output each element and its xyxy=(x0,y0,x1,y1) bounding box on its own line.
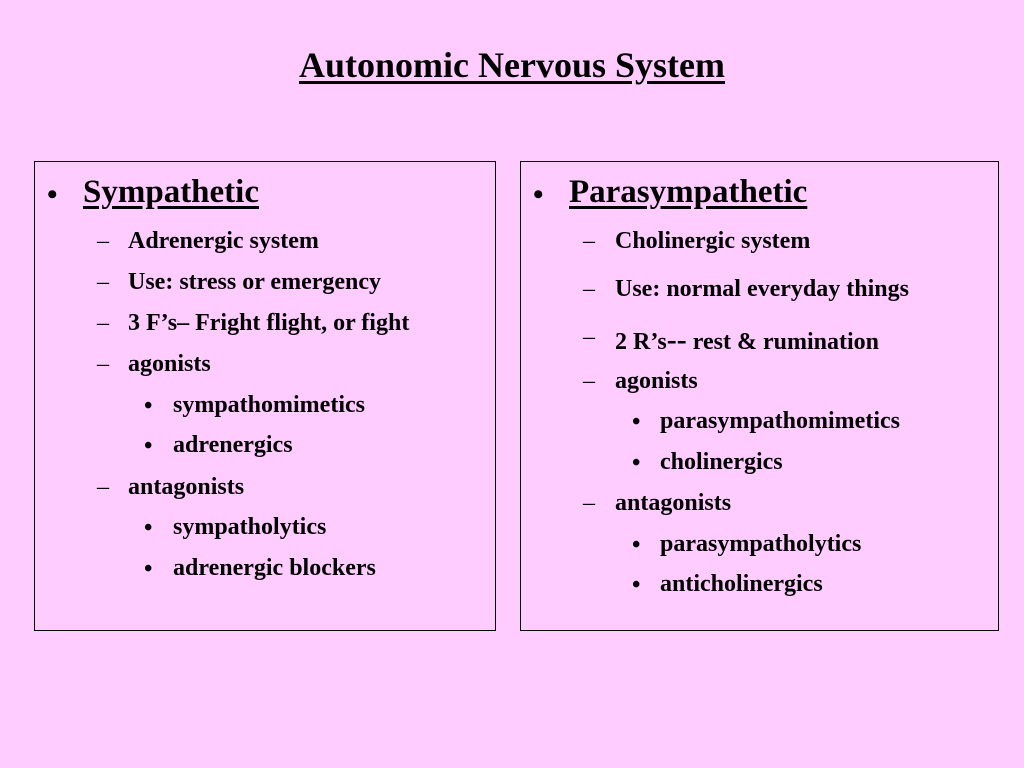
bullet-icon: • xyxy=(144,515,153,541)
dash-icon: – xyxy=(97,474,109,500)
bullet-icon: • xyxy=(533,178,544,211)
dash-icon: – xyxy=(583,368,595,394)
dash-icon: – xyxy=(583,228,595,254)
list-item: adrenergic blockers xyxy=(173,555,376,581)
list-item: cholinergics xyxy=(660,449,783,475)
dash-icon: – xyxy=(583,324,595,350)
sympathetic-heading: Sympathetic xyxy=(83,174,259,210)
list-item: Use: normal everyday things xyxy=(615,276,909,302)
dash-icon: – xyxy=(97,228,109,254)
dash-icon: – xyxy=(97,269,109,295)
dash-icon: – xyxy=(97,310,109,336)
list-item: 3 F’s– Fright flight, or fight xyxy=(128,310,410,336)
dash-icon: – xyxy=(97,351,109,377)
bullet-icon: • xyxy=(632,450,641,476)
list-item: adrenergics xyxy=(173,432,293,458)
list-item: Cholinergic system xyxy=(615,228,811,254)
list-item: antagonists xyxy=(128,474,245,500)
list-item: agonists xyxy=(128,351,211,377)
bullet-icon: • xyxy=(632,532,641,558)
bullet-icon: • xyxy=(632,409,641,435)
bullet-icon: • xyxy=(144,433,153,459)
sympathetic-box: • Sympathetic – Adrenergic system – Use:… xyxy=(34,161,496,631)
list-item: Use: stress or emergency xyxy=(128,269,382,295)
parasympathetic-box: • Parasympathetic – Cholinergic system –… xyxy=(520,161,999,631)
parasympathetic-heading: Parasympathetic xyxy=(569,174,808,210)
list-item: agonists xyxy=(615,368,698,394)
bullet-icon: • xyxy=(47,178,58,211)
bullet-icon: • xyxy=(144,556,153,582)
slide-title: Autonomic Nervous System xyxy=(299,45,725,85)
dash-icon: – xyxy=(583,276,595,302)
list-item: parasympathomimetics xyxy=(660,408,900,434)
bullet-icon: • xyxy=(632,572,641,598)
list-item: Adrenergic system xyxy=(128,228,319,254)
list-item: anticholinergics xyxy=(660,571,823,597)
list-item: antagonists xyxy=(615,490,732,516)
bullet-icon: • xyxy=(144,393,153,419)
dash-icon: – xyxy=(583,490,595,516)
list-item: sympatholytics xyxy=(173,514,327,540)
list-item: 2 R’s-- rest & rumination xyxy=(615,323,879,356)
list-item: parasympatholytics xyxy=(660,531,862,557)
list-item: sympathomimetics xyxy=(173,392,365,418)
